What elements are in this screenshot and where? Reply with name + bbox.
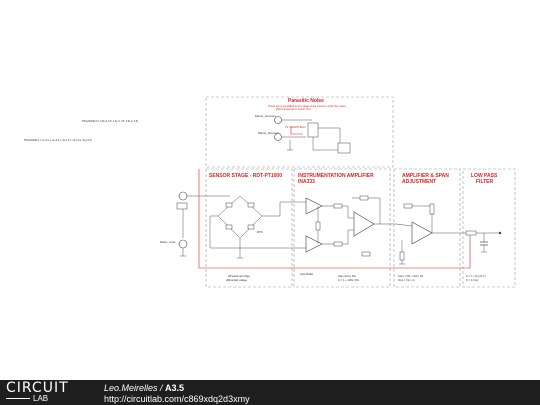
circuitlab-logo[interactable]: CIRCUIT LAB <box>6 381 96 404</box>
sensor-title: SENSOR STAGE - RDT-PT1000 <box>209 173 282 179</box>
mains-noise-label: Mains_noise <box>160 240 176 244</box>
pwl1-label: PWL(NONE 0.5, 0.5e-3, 0.5, 1.5e-3, 0.5, … <box>82 120 138 123</box>
footer-bar: CIRCUIT LAB Leo.Meirelles / A3.5 http://… <box>0 380 540 405</box>
wheatstone-note1: Wheatstone bridge <box>228 274 250 278</box>
bridge-r2[interactable] <box>247 202 255 208</box>
parasitic-title: Parasitic Noise <box>288 98 324 104</box>
input-buffer-bottom[interactable] <box>305 235 323 253</box>
lpf-title1: LOW PASS <box>471 173 498 179</box>
amp-stage-box <box>393 168 461 288</box>
ac-source1[interactable] <box>274 116 282 124</box>
amp-title1: AMPLIFIER & SPAN <box>402 173 449 179</box>
excitation-source[interactable] <box>178 191 188 201</box>
r-feedback[interactable] <box>359 195 369 201</box>
r-top[interactable] <box>333 203 343 209</box>
pwl2-label: PWL(NONE 0.1, 1e-3 0.1, 2e-3 0.1, 3e-3 0… <box>24 139 92 142</box>
parasitic-box <box>205 96 394 168</box>
supply-block[interactable] <box>176 202 188 210</box>
inamp-title2: INA333 <box>298 179 315 185</box>
circuit-url[interactable]: http://circuitlab.com/c869xdq2d3xmy <box>104 394 250 404</box>
parasitic-note: These are to be added to any stage of th… <box>268 104 346 108</box>
lpf-eq2: fc = 1.6 Hz <box>466 278 479 282</box>
inamp-title1: INSTRUMENTATION AMPLIFIER <box>298 173 374 179</box>
span-potentiometer[interactable] <box>429 203 435 215</box>
lpf-eq1: fc = 1 / (2 pi R C) <box>466 274 486 278</box>
lpf-title2: FILTER <box>476 179 494 185</box>
sensor-stage-box <box>205 168 293 288</box>
wheatstone-note2: differential voltage <box>226 278 248 282</box>
rtd-label: RTD <box>257 230 263 234</box>
mains-source2-label: Mains_Source2 <box>258 131 279 135</box>
bridge-rtd[interactable] <box>247 224 255 230</box>
bridge-r3[interactable] <box>225 224 233 230</box>
logo-wire-icon <box>6 398 30 400</box>
bridge-r1[interactable] <box>225 202 233 208</box>
span-opamp[interactable] <box>411 221 433 245</box>
transformer[interactable] <box>307 122 319 138</box>
logo-circuit-text: CIRCUIT <box>6 380 69 396</box>
mains-noise-source[interactable] <box>178 239 188 249</box>
rg-resistor[interactable] <box>315 221 321 231</box>
lpf-resistor[interactable] <box>465 230 477 236</box>
gain-eq1: Gain set by RG <box>338 274 356 278</box>
r-gain-2[interactable] <box>399 251 405 261</box>
schematic: Parasitic Noise These are to be added to… <box>24 96 516 288</box>
author-link[interactable]: Leo.Meirelles <box>104 383 158 393</box>
r-ref[interactable] <box>361 251 371 257</box>
input-buffer-note: Input Buffer <box>300 272 313 276</box>
parasitic-note2: (Not Functional on Import Yet) <box>276 107 311 111</box>
mains-source1-label: Mains_Source1 <box>255 114 276 118</box>
schematic-canvas[interactable]: Parasitic Noise These are to be added to… <box>0 0 540 380</box>
span-eq1: Gain = (R1 + R2) / R1 <box>398 274 424 278</box>
vsim-label: V1: 120V(0.5Hz) <box>285 125 306 129</box>
diff-amp[interactable] <box>353 211 375 237</box>
gain-eq2: G = 1 + 100k / RG <box>338 278 359 282</box>
project-name[interactable]: A3.5 <box>165 383 185 393</box>
inamp-stage-box <box>293 168 391 288</box>
amp-title2: ADJUSTMENT <box>402 179 436 185</box>
input-buffer-top[interactable] <box>305 197 323 215</box>
author-line: Leo.Meirelles / A3.5 <box>104 383 185 393</box>
wheatstone-bridge[interactable] <box>217 195 263 239</box>
logo-lab-text: LAB <box>6 394 48 403</box>
vout-node[interactable] <box>498 231 502 235</box>
noise-injection-wire <box>198 169 471 269</box>
noise-load[interactable] <box>337 142 351 154</box>
r-gain-1[interactable] <box>403 203 413 209</box>
span-eq2: Vout = Vin x G <box>398 278 415 282</box>
r-bottom[interactable] <box>333 241 343 247</box>
lpf-stage-box <box>462 168 516 288</box>
